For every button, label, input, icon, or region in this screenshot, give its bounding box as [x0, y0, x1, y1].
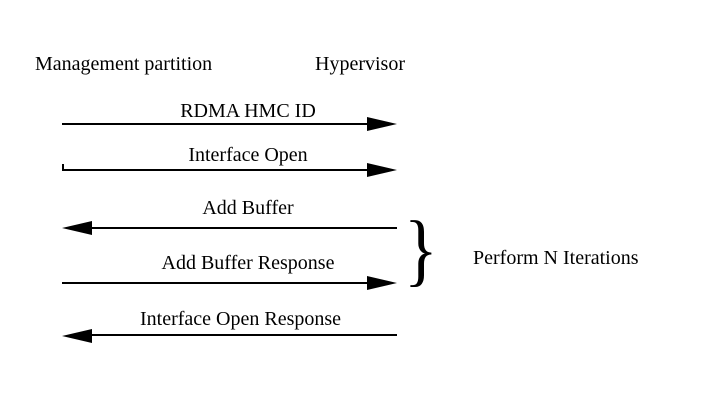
message-label-add-buffer: Add Buffer	[202, 197, 294, 219]
message-label-rdma-hmc-id: RDMA HMC ID	[180, 100, 316, 122]
arrowhead-right-icon	[367, 163, 397, 177]
message-label-interface-open-response: Interface Open Response	[139, 308, 342, 330]
line-end-tick	[62, 164, 64, 171]
iteration-annotation-label: Perform N Iterations	[473, 247, 639, 269]
arrow-line	[62, 282, 368, 284]
actor-label-hypervisor: Hypervisor	[315, 53, 405, 75]
message-label-add-buffer-response: Add Buffer Response	[161, 252, 335, 274]
arrow-line	[92, 227, 397, 229]
arrow-line	[92, 334, 397, 336]
message-label-interface-open: Interface Open	[188, 144, 308, 166]
actor-label-management-partition: Management partition	[35, 53, 213, 75]
arrowhead-left-icon	[62, 221, 92, 235]
arrowhead-right-icon	[367, 276, 397, 290]
grouping-brace-icon: }	[404, 206, 438, 294]
arrowhead-right-icon	[367, 117, 397, 131]
arrowhead-left-icon	[62, 329, 92, 343]
arrow-line	[62, 123, 368, 125]
arrow-line	[62, 169, 368, 171]
